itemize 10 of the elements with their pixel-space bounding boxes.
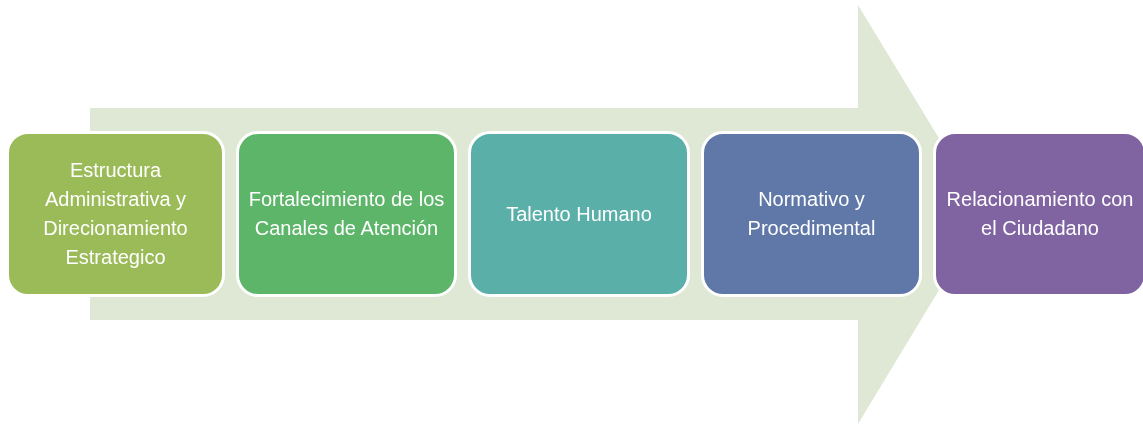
process-box — [468, 131, 690, 297]
step-label: Estructura Administrativa y Direcionamiento Estrategico — [42, 158, 189, 270]
step-label: Relacionamiento con el Ciudadano — [945, 187, 1135, 241]
process-box — [6, 131, 225, 297]
step-label: Normativo y Procedimental — [746, 187, 877, 241]
process-box — [701, 131, 922, 297]
process-box — [236, 131, 457, 297]
step-label: Fortalecimiento de los Canales de Atención — [247, 187, 446, 241]
process-box — [933, 131, 1143, 297]
step-label: Talento Humano — [505, 201, 653, 227]
